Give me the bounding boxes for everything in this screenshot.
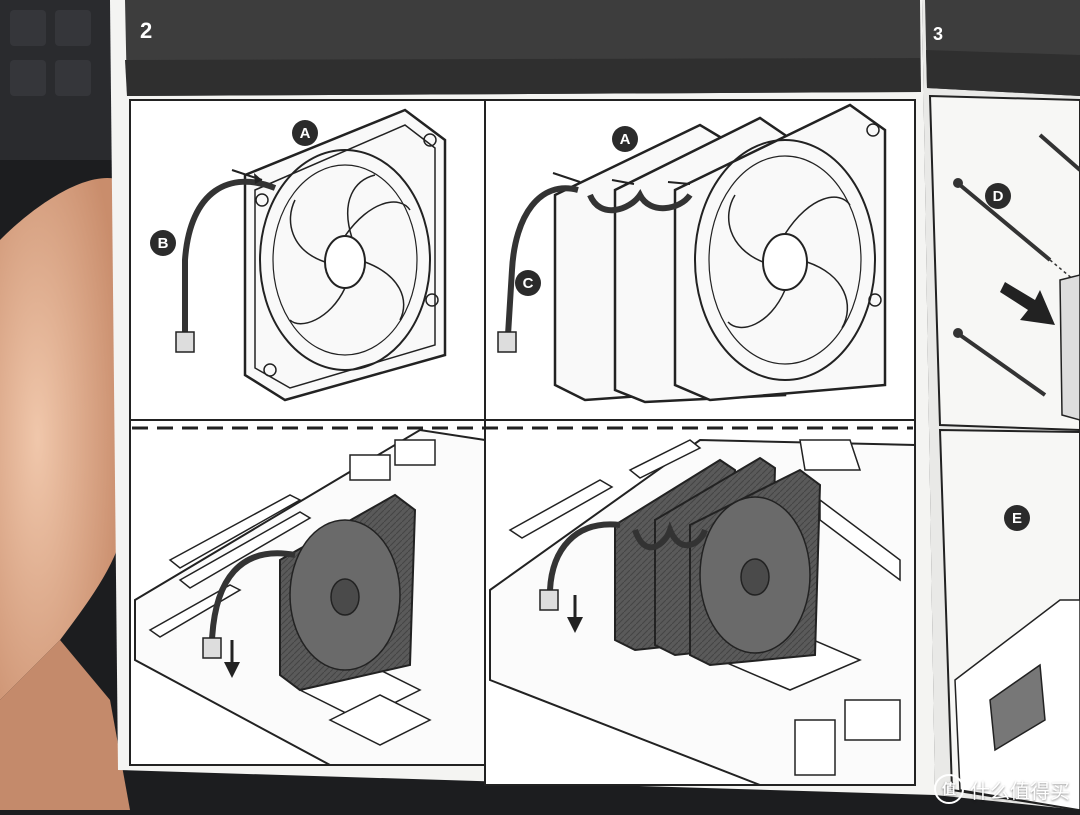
- fan-stack-top: [553, 103, 887, 404]
- single-fan: [243, 108, 447, 402]
- callout-c-cable: C: [515, 270, 541, 296]
- watermark-text: 什么值得买: [970, 778, 1070, 803]
- watermark: 值 什么值得买: [934, 774, 1070, 804]
- step-number-2: 2: [140, 18, 153, 43]
- watermark-logo-icon: 值: [934, 774, 964, 804]
- screws-d: [953, 133, 1080, 397]
- callout-d-screws: D: [985, 183, 1011, 209]
- arrow-right-icon: [1000, 282, 1055, 325]
- callout-b-cable: B: [150, 230, 176, 256]
- installed-fan-stack: [614, 456, 822, 667]
- installed-fan-left: [279, 493, 417, 692]
- step-number-3: 3: [933, 24, 944, 44]
- callout-a-fans: A: [612, 126, 638, 152]
- callout-a-fan: A: [292, 120, 318, 146]
- thumb: [0, 178, 125, 701]
- callout-e-part: E: [1004, 505, 1030, 531]
